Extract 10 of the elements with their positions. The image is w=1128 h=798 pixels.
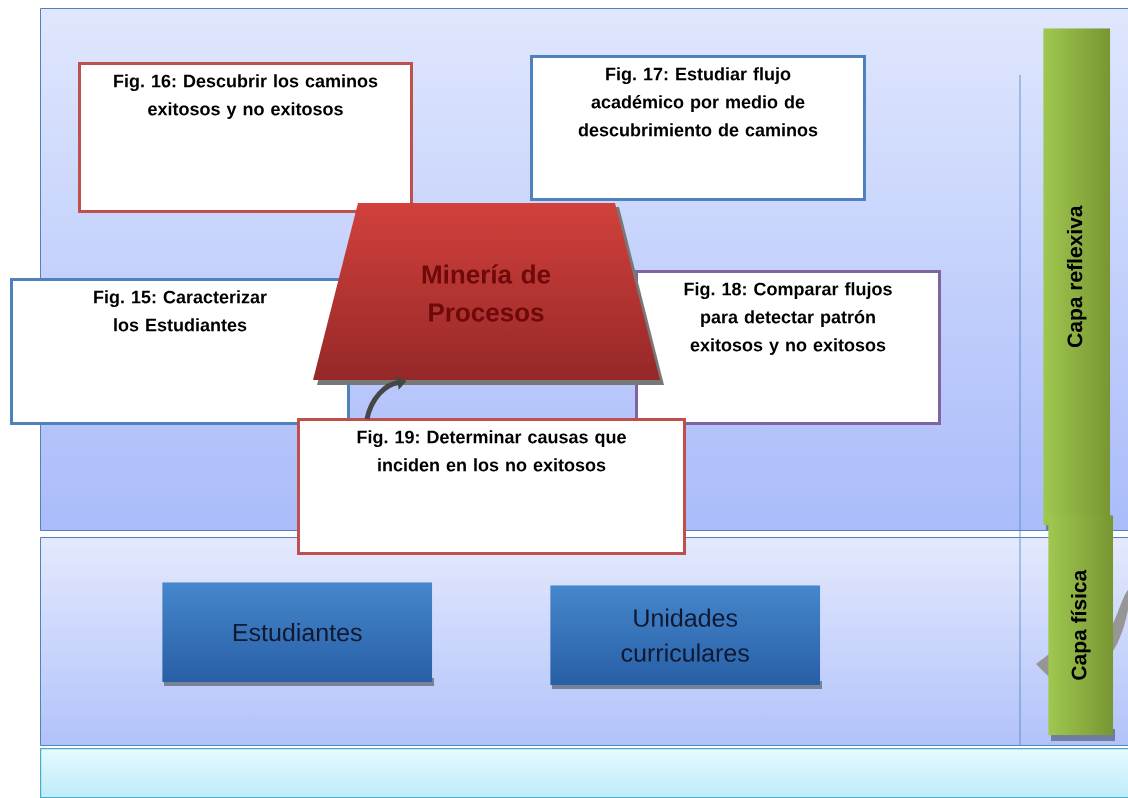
figure-box: Fig. 17: Estudiar flujo académico por medio de descubrimiento de caminos (530, 55, 866, 201)
figure-box: Fig. 19: Determinar causas que inciden en los no exitosos (297, 418, 686, 555)
layer-bar: Capa física (1048, 515, 1115, 741)
figure-box: Fig. 16: Descubrir los caminos exitosos y no exitosos (78, 62, 413, 213)
layer-bar: Capa reflexiva (1043, 28, 1112, 531)
figure-box: Fig. 18: Comparar flujos para detectar patrón exitosos y no exitosos (635, 270, 941, 425)
figure-box: Fig. 15: Caracterizar los Estudiantes (10, 278, 350, 425)
entity-block: Unidades curriculares (550, 585, 822, 689)
layer-panel (40, 748, 1128, 798)
entity-block: Estudiantes (162, 582, 434, 686)
